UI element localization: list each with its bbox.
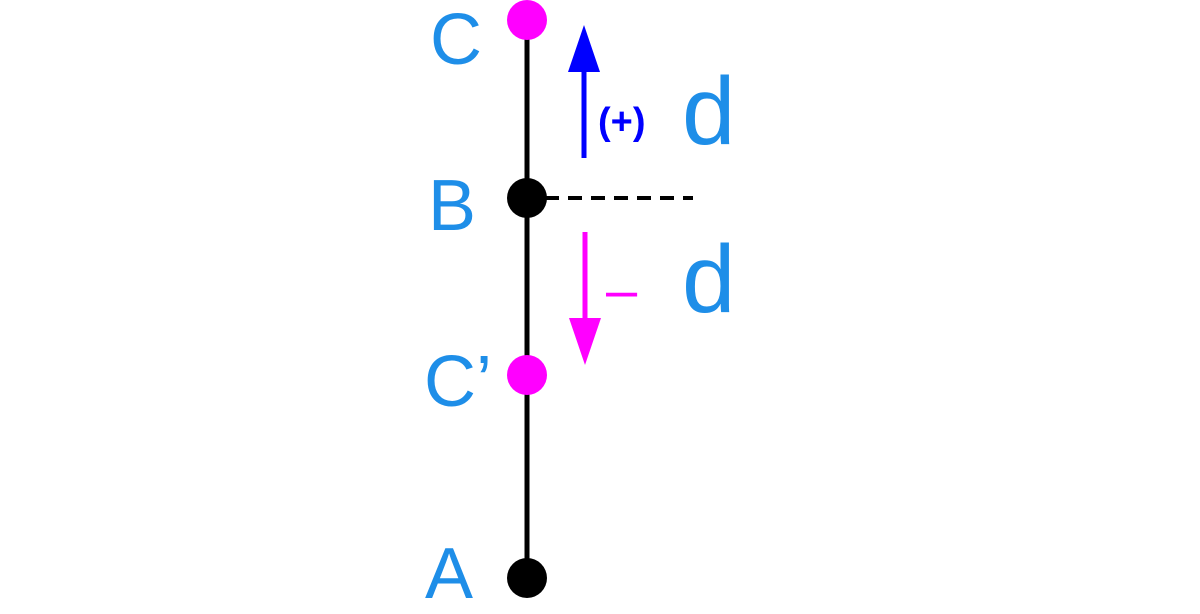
point-c-marker bbox=[507, 0, 547, 40]
distance-diagram: C B C’ A (+) d – d bbox=[424, 0, 736, 610]
point-a-marker bbox=[507, 558, 547, 598]
positive-distance-label: d bbox=[682, 58, 736, 165]
point-c-prime-label: C’ bbox=[424, 342, 492, 422]
negative-arrow-head bbox=[569, 318, 601, 365]
point-c-label: C bbox=[430, 0, 482, 80]
point-b-marker bbox=[507, 178, 547, 218]
negative-arrow bbox=[569, 232, 601, 365]
negative-sign: – bbox=[606, 258, 638, 321]
positive-sign: (+) bbox=[598, 101, 646, 143]
point-a-label: A bbox=[425, 534, 474, 614]
positive-arrow bbox=[568, 25, 600, 158]
negative-distance-label: d bbox=[682, 226, 736, 333]
point-b-label: B bbox=[428, 166, 477, 246]
diagram-canvas bbox=[507, 0, 693, 598]
positive-arrow-head bbox=[568, 25, 600, 72]
point-c-prime-marker bbox=[507, 355, 547, 395]
